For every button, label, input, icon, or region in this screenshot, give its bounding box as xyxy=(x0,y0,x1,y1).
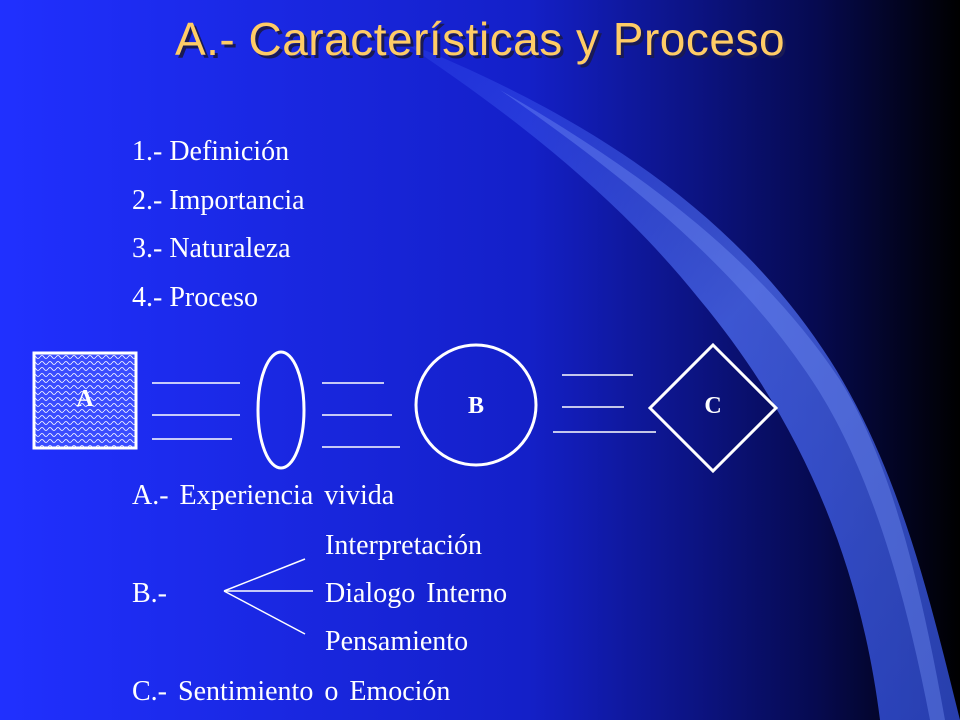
explanation-b-item-2: Dialogo Interno xyxy=(325,578,508,609)
branch-line xyxy=(223,558,306,592)
list-item-proceso: 4.- Proceso xyxy=(132,282,258,313)
box-a-label: A xyxy=(76,386,94,412)
explanation-a: A.- Experiencia vivida xyxy=(132,480,395,511)
diagram-diamond-c xyxy=(647,342,779,474)
explanation-c: C.- Sentimiento o Emoción xyxy=(132,676,451,707)
list-item-naturaleza: 3.- Naturaleza xyxy=(132,233,291,264)
explanation-b-item-3: Pensamiento xyxy=(325,626,469,657)
explanation-b-prefix: B.- xyxy=(132,578,167,609)
diagram-ellipse xyxy=(256,350,306,470)
background-swoosh xyxy=(400,40,960,720)
list-item-importancia: 2.- Importancia xyxy=(132,185,305,216)
slide-title: A.- Características y Proceso xyxy=(174,13,786,65)
diagram-box-a xyxy=(32,351,138,450)
diamond-c-label: C xyxy=(704,393,722,419)
branch-line xyxy=(223,590,306,635)
explanation-b-item-1: Interpretación xyxy=(325,530,483,561)
circle-b-label: B xyxy=(467,393,484,419)
diagram-circle-b xyxy=(414,343,538,467)
list-item-definicion: 1.- Definición xyxy=(132,136,290,167)
